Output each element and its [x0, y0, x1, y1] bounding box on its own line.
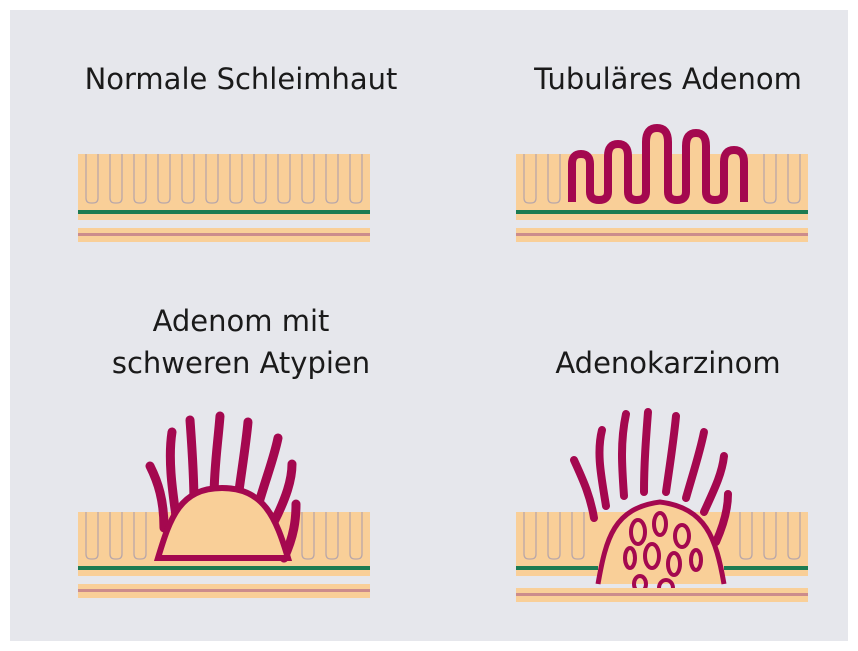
adenocarcinoma-illustration [510, 408, 816, 608]
normal-mucosa-illustration [72, 140, 378, 252]
diagram-canvas: Normale Schleimhaut Tubuläres Adenom Ade… [10, 10, 848, 641]
muscularis-mucosae-line-left [516, 566, 598, 570]
title-adenoma-severe-atypia-line2: schweren Atypien [56, 342, 426, 384]
submucosa-band [78, 233, 370, 236]
submucosa-band [516, 593, 808, 596]
severe-atypia-illustration [72, 408, 378, 608]
panel-adenoma-severe-atypia [72, 408, 378, 608]
title-normal-mucosa: Normale Schleimhaut [56, 58, 426, 100]
submucosa-band [78, 589, 370, 592]
title-tubular-adenoma: Tubuläres Adenom [498, 58, 838, 100]
panel-normal-mucosa [72, 140, 378, 252]
title-adenocarcinoma: Adenokarzinom [498, 342, 838, 384]
tubular-adenoma-illustration [510, 122, 816, 252]
title-adenoma-severe-atypia-line1: Adenom mit [56, 300, 426, 342]
submucosa-band [516, 233, 808, 236]
panel-adenocarcinoma [510, 408, 816, 608]
muscularis-mucosae-line [516, 210, 808, 214]
muscularis-mucosae-line [78, 566, 370, 570]
panel-tubular-adenoma [510, 122, 816, 252]
muscularis-mucosae-line [78, 210, 370, 214]
muscularis-mucosae-line-right [724, 566, 808, 570]
